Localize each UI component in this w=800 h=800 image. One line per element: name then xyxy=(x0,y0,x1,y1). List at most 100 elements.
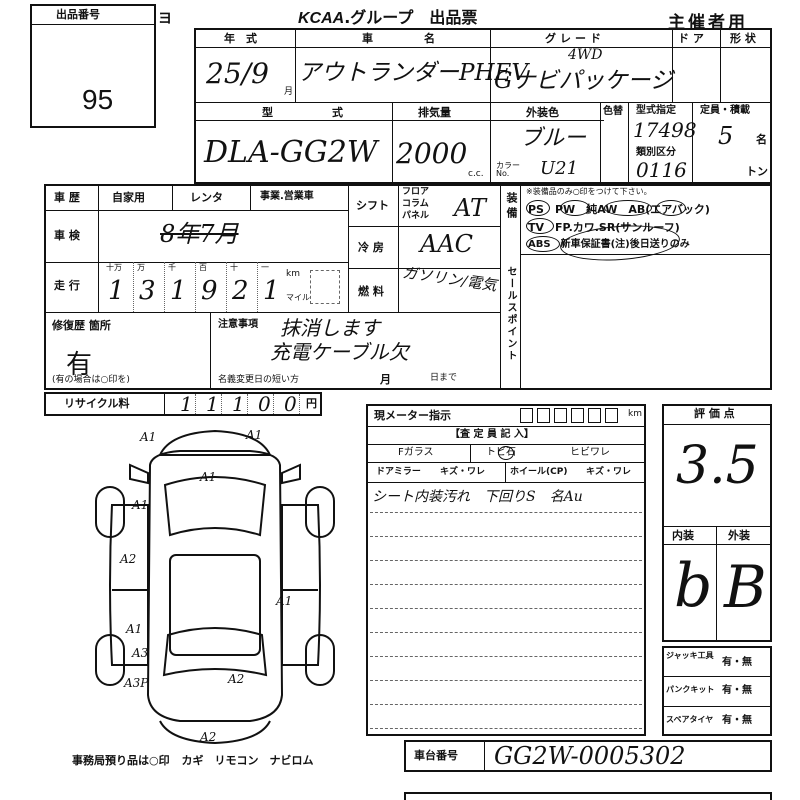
equipment-circle-ab xyxy=(656,200,686,216)
notes-label: 注意事項 xyxy=(218,319,258,330)
equipment-row-2: TV FP.カワ.SR(サンルーフ) xyxy=(528,221,680,234)
f-glass-label: Fガラス xyxy=(398,447,434,458)
meter-km: km xyxy=(628,409,642,419)
notes-line-1: 抹消します xyxy=(280,316,380,340)
history-section xyxy=(44,184,772,390)
repair-label: 修復歴 箇所 xyxy=(52,319,111,332)
shift-value: AT xyxy=(454,194,487,222)
mileage-digit: 1 xyxy=(170,276,187,306)
color-change-label: 色替 xyxy=(603,106,623,117)
lot-number-value: 95 xyxy=(82,84,114,115)
year-label: 年 式 xyxy=(224,32,257,45)
recycle-digit: 1 xyxy=(206,392,219,416)
wheel-label: ホイール(CP) xyxy=(510,467,568,477)
notes-month: 月 xyxy=(380,373,391,386)
office-label-text: 事務局預り品は○印 xyxy=(72,754,170,767)
inspector-section xyxy=(366,404,646,736)
color-no-value: U21 xyxy=(540,158,579,179)
mileage-digit: 1 xyxy=(108,276,125,306)
score-value: 3.5 xyxy=(676,436,759,496)
meter-digit-cell[interactable] xyxy=(571,408,584,423)
car-diagram: A1 A1 A1 A1 A2 A1 A1 A3 A3P A2 A2 xyxy=(95,428,335,745)
recycle-digit: 1 xyxy=(180,392,193,416)
equipment-circle-ps xyxy=(526,200,550,216)
grade-label: グレード xyxy=(545,32,605,45)
interior-label: 内装 xyxy=(672,529,694,542)
inspector-comment: シート内装汚れ 下回りS 名Au xyxy=(372,489,583,505)
year-unit: 月 xyxy=(284,87,294,97)
color-label: 外装色 xyxy=(526,106,559,119)
damage-mark-3: A1 xyxy=(199,470,216,484)
fuel-label: 燃 料 xyxy=(358,285,384,298)
recycle-digit-cell xyxy=(224,394,248,414)
bottom-box xyxy=(404,792,772,800)
damage-mark-6: A1 xyxy=(275,594,292,608)
recycle-digit-cell xyxy=(198,394,222,414)
recycle-digit: 1 xyxy=(232,392,245,416)
recycle-digit: 0 xyxy=(284,392,297,416)
score-label: 評 価 点 xyxy=(694,407,735,420)
recycle-digit: 0 xyxy=(258,392,271,416)
mileage-digit: 1 xyxy=(263,276,280,306)
notes-deadline-label: 名義変更日の短い方 xyxy=(218,375,300,385)
damage-mark-7: A1 xyxy=(125,622,142,636)
jack-label: ジャッキ工具 xyxy=(666,651,714,660)
year-value: 25/9 xyxy=(206,57,269,90)
notes-day: 日まで xyxy=(430,373,458,383)
vehicle-info-table xyxy=(194,28,772,184)
km-label: km xyxy=(286,269,300,279)
meter-digit-cell[interactable] xyxy=(554,408,567,423)
damage-mark-10: A2 xyxy=(227,672,244,686)
history-label: 車 歴 xyxy=(54,191,80,204)
puncture-value[interactable]: 有・無 xyxy=(722,685,752,696)
mileage-digit: 9 xyxy=(201,276,218,306)
shift-option-column[interactable]: コラム xyxy=(402,199,429,209)
meter-digit-cell[interactable] xyxy=(588,408,601,423)
recycle-yen: 円 xyxy=(306,397,317,410)
damage-mark-5: A2 xyxy=(119,552,136,566)
rental-option[interactable]: レンタ xyxy=(190,191,223,204)
scratch-label: キズ・ワレ xyxy=(440,467,486,477)
jack-value[interactable]: 有・無 xyxy=(722,657,752,668)
lot-number-label: 出品番号 xyxy=(56,8,100,21)
interior-value: b xyxy=(674,551,713,621)
meter-digit-cell[interactable] xyxy=(605,408,618,423)
damage-mark-2: A1 xyxy=(245,428,262,442)
equipment-note: ※装備品のみ○印をつけて下さい。 xyxy=(526,187,652,196)
equipment-circle-pw xyxy=(560,200,590,216)
equipment-circle-aw xyxy=(604,200,652,216)
capacity-label: 定員・積載 xyxy=(700,105,750,116)
color-no-label: カラー No. xyxy=(496,161,520,178)
mileage-divider xyxy=(133,262,134,312)
meter-digit-cell[interactable] xyxy=(520,408,533,423)
private-use-option[interactable]: 自家用 xyxy=(112,191,145,204)
damage-mark-1: A1 xyxy=(139,430,156,444)
form-title: .グループ 出品票 xyxy=(344,8,478,27)
mileage-digit-label: 万 xyxy=(137,263,145,272)
class-value: 0116 xyxy=(636,158,687,182)
capacity-value: 5 xyxy=(718,122,734,150)
inspection-value: 8年7月 xyxy=(160,220,239,248)
meter-digit-cell[interactable] xyxy=(537,408,550,423)
mileage-digit: 3 xyxy=(139,276,156,306)
spare-value[interactable]: 有・無 xyxy=(722,715,752,726)
shift-option-panel[interactable]: パネル xyxy=(402,211,430,221)
crack-label: ヒビワレ xyxy=(570,447,610,458)
shift-label: シフト xyxy=(356,199,389,212)
recycle-box xyxy=(44,392,322,416)
damage-mark-9: A3P xyxy=(123,676,149,690)
chassis-box xyxy=(404,740,772,772)
model-value: DLA-GG2W xyxy=(204,135,378,170)
recycle-digit-cell xyxy=(172,394,196,414)
score-box xyxy=(662,404,772,642)
business-option[interactable]: 事業.営業車 xyxy=(260,191,314,202)
mileage-divider xyxy=(164,262,165,312)
lot-number-box: 出品番号 95 xyxy=(30,4,156,128)
shift-option-floor[interactable]: フロア xyxy=(402,187,430,197)
mileage-digit-label: 十万 xyxy=(106,263,122,272)
door-label: ド ア xyxy=(678,32,704,45)
notes-line-2: 充電ケーブル欠 xyxy=(270,340,409,364)
tools-box xyxy=(662,646,772,736)
mileage-digit: 2 xyxy=(232,276,249,306)
equipment-row-3: ABS 新車保証書(注)後日送りのみ xyxy=(528,239,690,250)
